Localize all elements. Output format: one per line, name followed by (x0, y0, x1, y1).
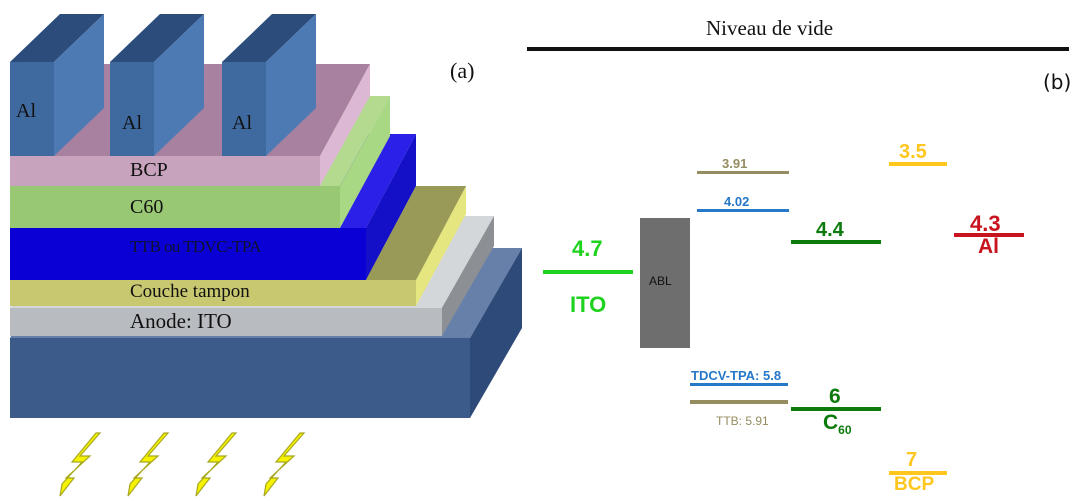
tdcv-homo-value: TDCV-TPA: 5.8 (691, 368, 782, 383)
c60-label: C60 (130, 196, 164, 218)
bcp-homo-line (889, 471, 947, 475)
ttb-lumo-value: 3.91 (722, 156, 748, 171)
bcp-label: BCP (894, 474, 935, 495)
c60-label-subscript: 60 (838, 423, 852, 438)
ttb-lumo-line (697, 171, 789, 174)
bcp-label: BCP (130, 159, 168, 181)
al-electrode-left (10, 14, 104, 156)
al-label-right: Al (232, 112, 252, 134)
vacuum-level-line (527, 47, 1069, 51)
tdcv-lumo-line (697, 209, 789, 212)
c60-label: C60 (823, 411, 852, 437)
ito-label: ITO (570, 292, 607, 317)
panel-a-label: (a) (450, 58, 475, 83)
lightning-icon (263, 432, 306, 497)
c60-lumo-line (791, 240, 881, 244)
abl-block (640, 218, 690, 348)
bcp-homo-value: 7 (906, 449, 918, 471)
device-stack-diagram (10, 14, 522, 497)
c60-label-text: C (823, 411, 839, 434)
donor-layer-label: TTB ou TDVC-TPA (130, 237, 261, 256)
lightning-icon (127, 432, 170, 497)
tdcv-lumo-value: 4.02 (724, 194, 750, 209)
al-label-middle: Al (122, 112, 142, 134)
ito-level-line (543, 270, 633, 274)
al-work-function-value: 4.3 (970, 211, 1001, 236)
anode-label: Anode: ITO (130, 309, 232, 333)
al-label: Al (978, 235, 999, 258)
al-label-left: Al (16, 100, 36, 122)
c60-homo-value: 6 (829, 385, 841, 408)
tdcv-homo-line (690, 383, 788, 386)
al-electrode-right (222, 14, 316, 156)
lightning-icon (195, 432, 238, 497)
buffer-layer-label: Couche tampon (130, 281, 250, 302)
ttb-homo-value: TTB: 5.91 (716, 414, 769, 428)
bcp-lumo-line (889, 162, 947, 166)
c60-lumo-value: 4.4 (816, 219, 844, 241)
bcp-lumo-value: 3.5 (899, 141, 927, 163)
ttb-homo-line (690, 400, 788, 404)
abl-label: ABL (649, 274, 672, 288)
vacuum-level-label: Niveau de vide (706, 16, 834, 40)
c60-homo-line (791, 407, 881, 411)
lightning-icon (59, 432, 102, 497)
al-level-line (954, 233, 1024, 237)
ito-work-function-value: 4.7 (572, 236, 603, 261)
panel-b-label: (b) (1043, 70, 1072, 94)
al-electrode-middle (110, 14, 204, 156)
